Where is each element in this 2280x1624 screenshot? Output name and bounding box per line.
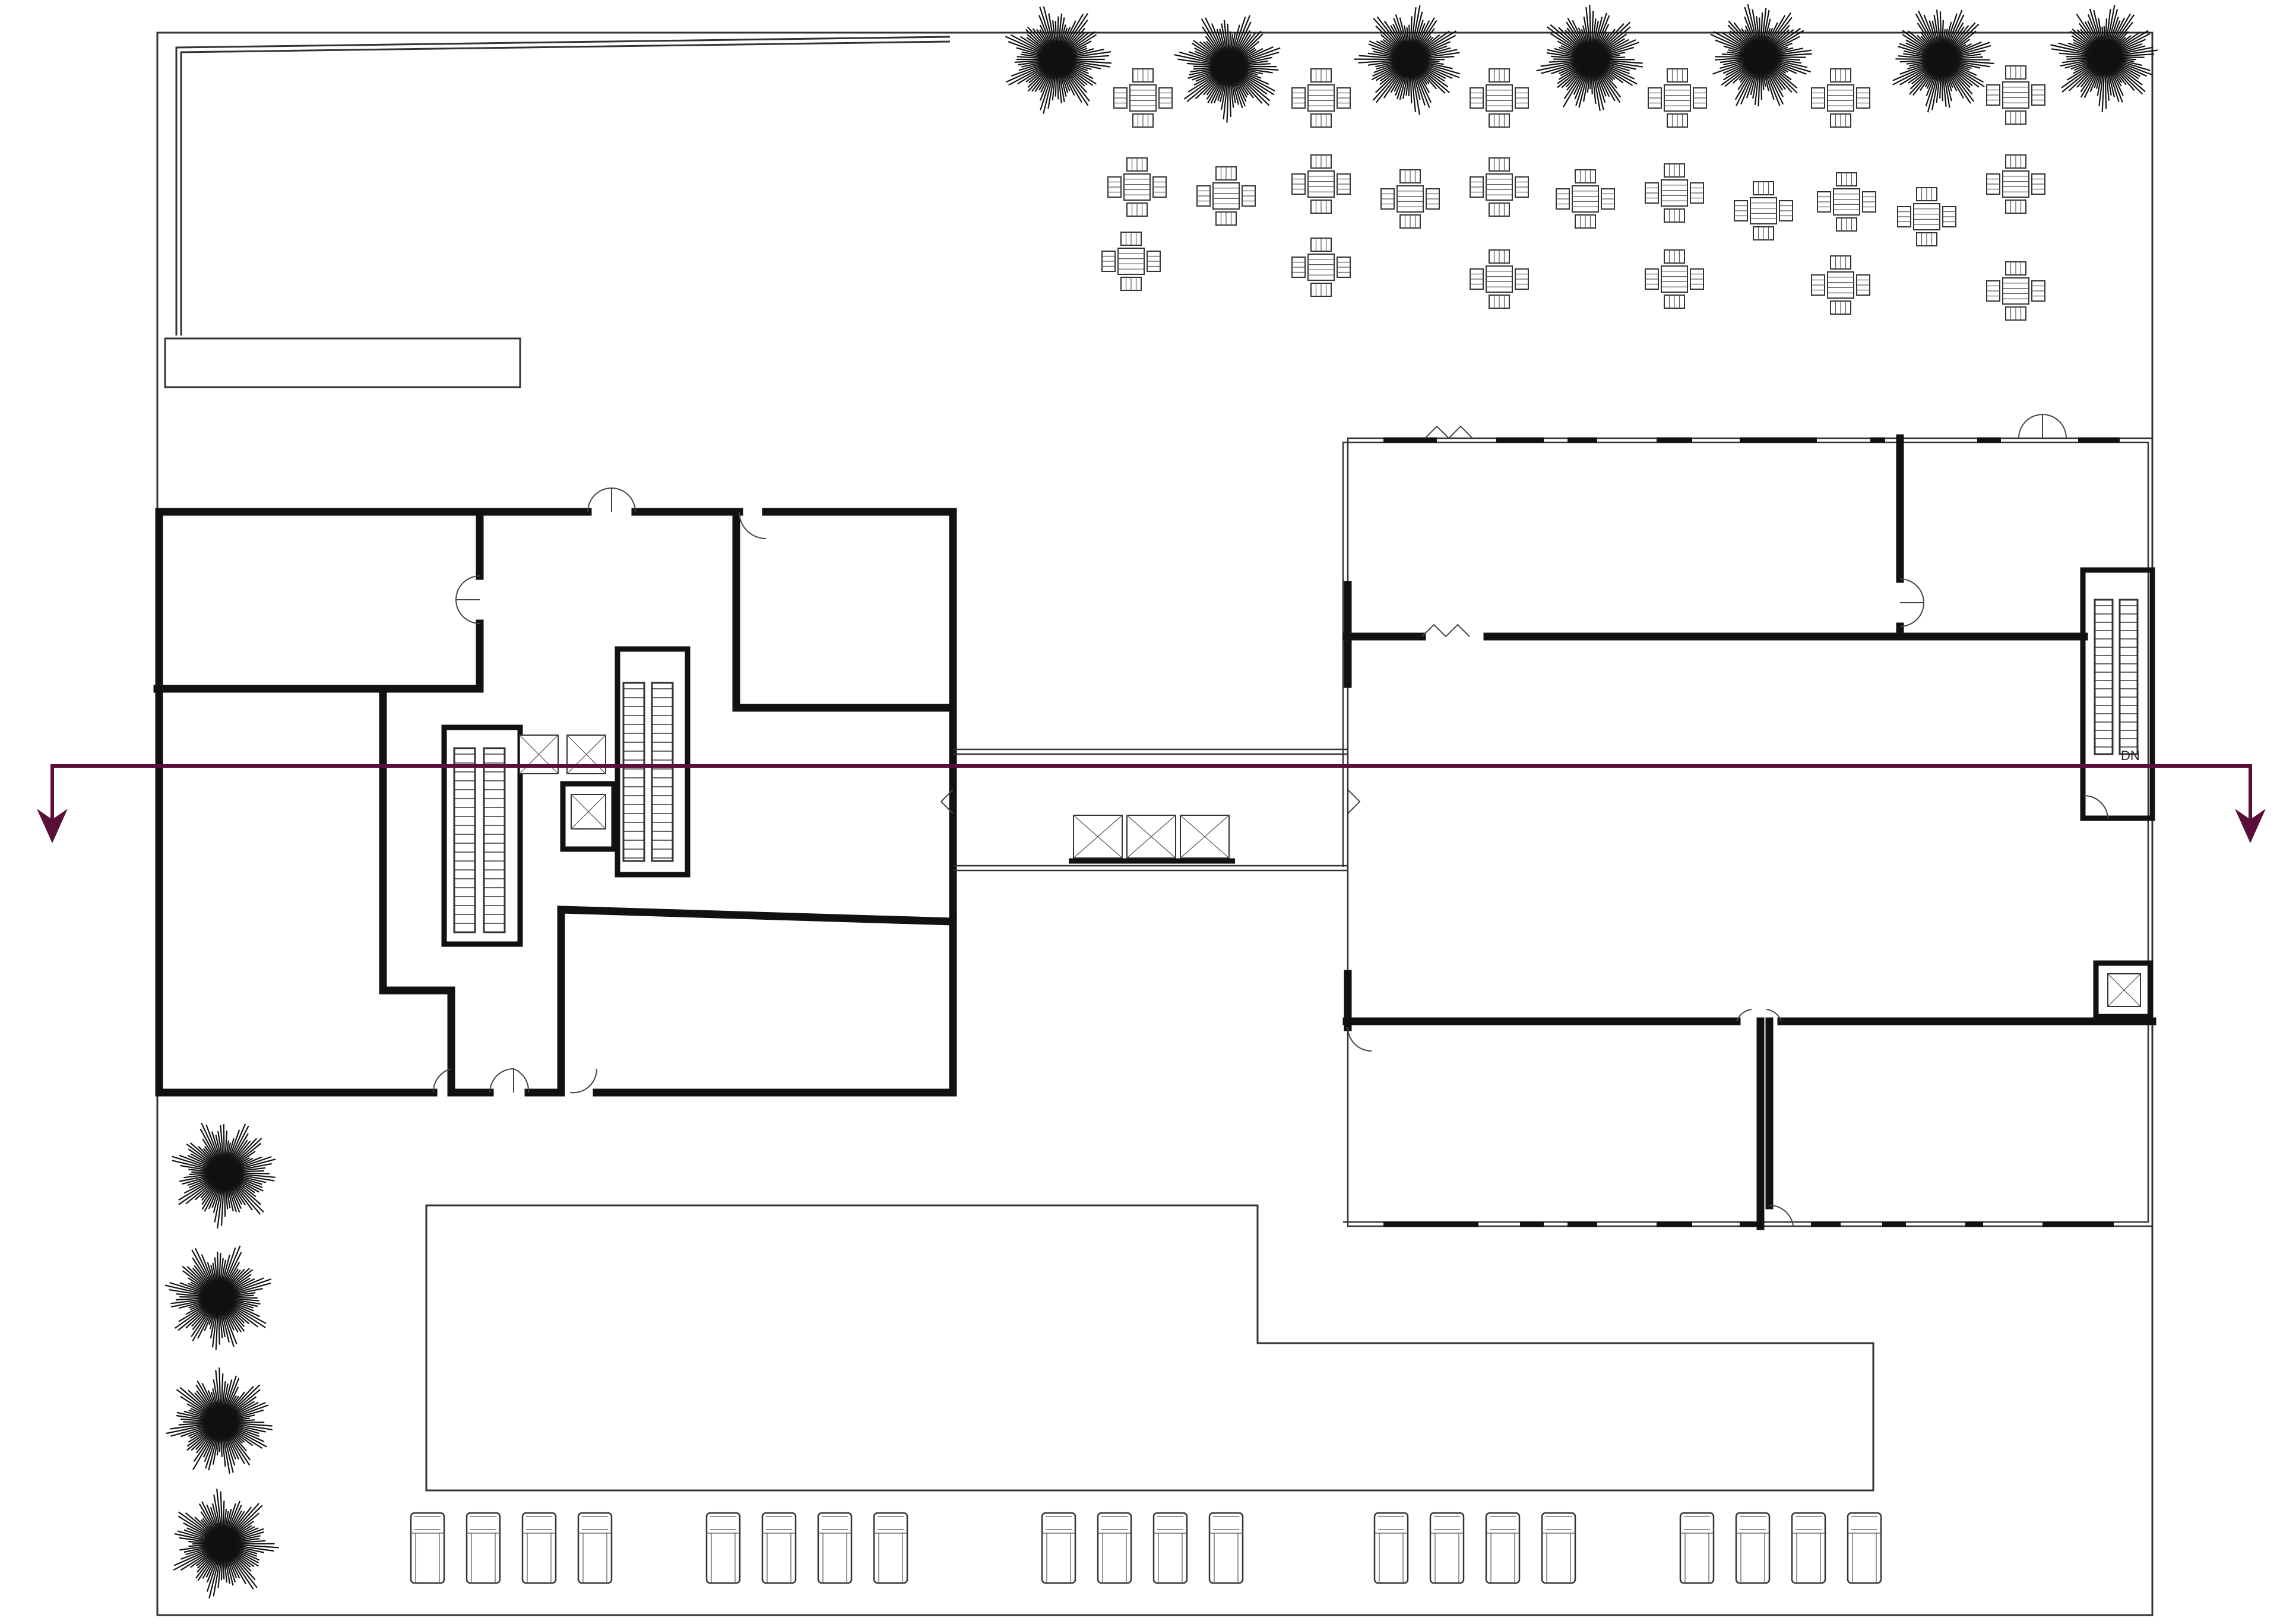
palm-tree-icon: [164, 1245, 272, 1350]
stair-direction-label: DN: [2121, 748, 2140, 763]
patio-table: [1897, 187, 1956, 246]
east-building: DN: [1342, 413, 2156, 1230]
patio-table: [1291, 68, 1351, 128]
section-arrow-left: [37, 809, 68, 843]
palm-tree-icon: [2050, 5, 2158, 112]
west-stair-b: [615, 646, 691, 878]
patio-table: [1470, 249, 1529, 309]
palm-tree-icon: [1174, 15, 1281, 123]
palm-tree-icon: [1354, 5, 1461, 115]
west-stair-a: [441, 724, 523, 947]
lounge-chair: [521, 1512, 557, 1584]
west-building: [153, 487, 957, 1097]
palm-tree-icon: [172, 1122, 276, 1229]
lounge-chair: [873, 1512, 908, 1584]
lounge-chair: [1541, 1512, 1576, 1584]
lounge-chair: [1152, 1512, 1188, 1584]
lounge-chair: [1791, 1512, 1826, 1584]
bridge: [940, 748, 1361, 872]
west-elevators: [519, 735, 617, 852]
lounge-chair: [817, 1512, 853, 1584]
east-elevator: [2093, 960, 2154, 1020]
patio-table: [1380, 169, 1440, 229]
palm-tree-icon: [166, 1367, 273, 1474]
patio-table: [1648, 68, 1707, 128]
lounge-chair: [1097, 1512, 1132, 1584]
lounge-chair: [1429, 1512, 1465, 1584]
patio-table: [1291, 238, 1351, 297]
palm-tree-icon: [1536, 5, 1643, 111]
patio-table: [1645, 249, 1704, 309]
lounge-chair: [1847, 1512, 1882, 1584]
patio-table: [1470, 68, 1529, 128]
patio-table: [1817, 172, 1876, 232]
palm-tree-icon: [173, 1489, 279, 1598]
lounge-chair: [410, 1512, 445, 1584]
lounge-chair: [466, 1512, 501, 1584]
lounge-chair: [577, 1512, 613, 1584]
patio-table: [1470, 157, 1529, 217]
patio-table: [1107, 157, 1167, 217]
lounge-chair: [1373, 1512, 1409, 1584]
lounge-chair: [1208, 1512, 1244, 1584]
patio-table: [1196, 166, 1256, 226]
patio-table: [1113, 68, 1173, 128]
palm-tree-icon: [1710, 4, 1812, 107]
patio-table: [1986, 65, 2045, 125]
section-cut-line: [37, 764, 2266, 843]
palm-tree-icon: [1892, 10, 1994, 113]
patio-table: [1986, 261, 2045, 321]
patio-table: [1811, 68, 1870, 128]
patio-table: [1811, 255, 1870, 315]
patio-tables: [1101, 65, 2045, 321]
patio-table: [1645, 163, 1704, 223]
lounge-chair: [705, 1512, 741, 1584]
lounge-chair: [761, 1512, 797, 1584]
patio-table: [1291, 154, 1351, 214]
palm-trees: [164, 4, 2158, 1598]
lounge-chair: [1485, 1512, 1521, 1584]
lounge-chair: [1735, 1512, 1771, 1584]
lounge-chair: [1041, 1512, 1076, 1584]
section-arrow-right: [2235, 809, 2266, 843]
lounge-chair: [1679, 1512, 1715, 1584]
patio-table: [1556, 169, 1615, 229]
pool-outline: [425, 1204, 1874, 1492]
lounge-chairs: [410, 1512, 1882, 1584]
patio-table: [1986, 154, 2045, 214]
patio-table: [1101, 232, 1161, 291]
east-stair: DN: [2080, 567, 2155, 821]
bridge-elevators: [1069, 815, 1235, 864]
patio-table: [1734, 181, 1793, 240]
palm-tree-icon: [1005, 6, 1112, 114]
